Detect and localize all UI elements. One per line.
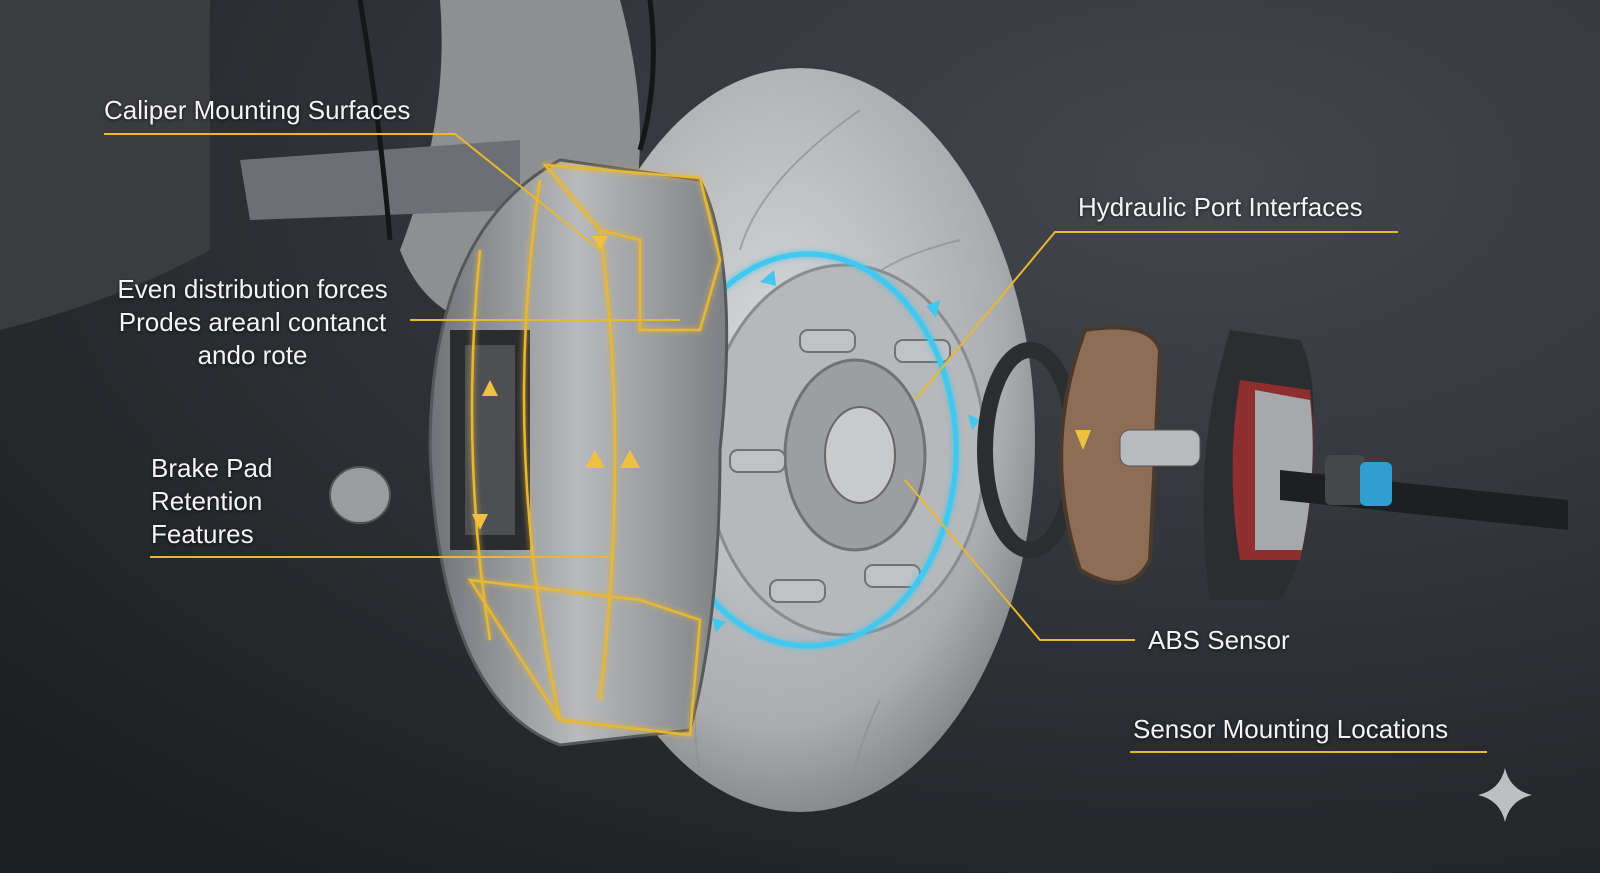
label-abs-sensor: ABS Sensor: [1148, 625, 1290, 655]
brake-line: [357, 0, 393, 241]
label-hydraulic-port: Hydraulic Port Interfaces: [1078, 192, 1363, 222]
mounting-bolt: [329, 466, 391, 524]
piston: [1119, 429, 1201, 467]
caliper-highlight: [467, 163, 722, 737]
label-brake-pad-retention: Brake Pad Retention Features: [151, 453, 273, 549]
sparkle-icon: [1478, 768, 1532, 822]
suspension-shadow: [0, 0, 210, 330]
control-arm: [240, 140, 520, 220]
label-even-distribution: Even distribution forces Prodes areanl c…: [117, 274, 388, 370]
sensor-connector: [1360, 462, 1392, 506]
label-sensor-mounting: Sensor Mounting Locations: [1133, 714, 1449, 744]
callout-lines: [104, 133, 1487, 753]
brake-pad-inner: [1059, 325, 1163, 585]
force-arrows: [472, 236, 640, 530]
label-caliper-mounting: Caliper Mounting Surfaces: [104, 95, 411, 125]
